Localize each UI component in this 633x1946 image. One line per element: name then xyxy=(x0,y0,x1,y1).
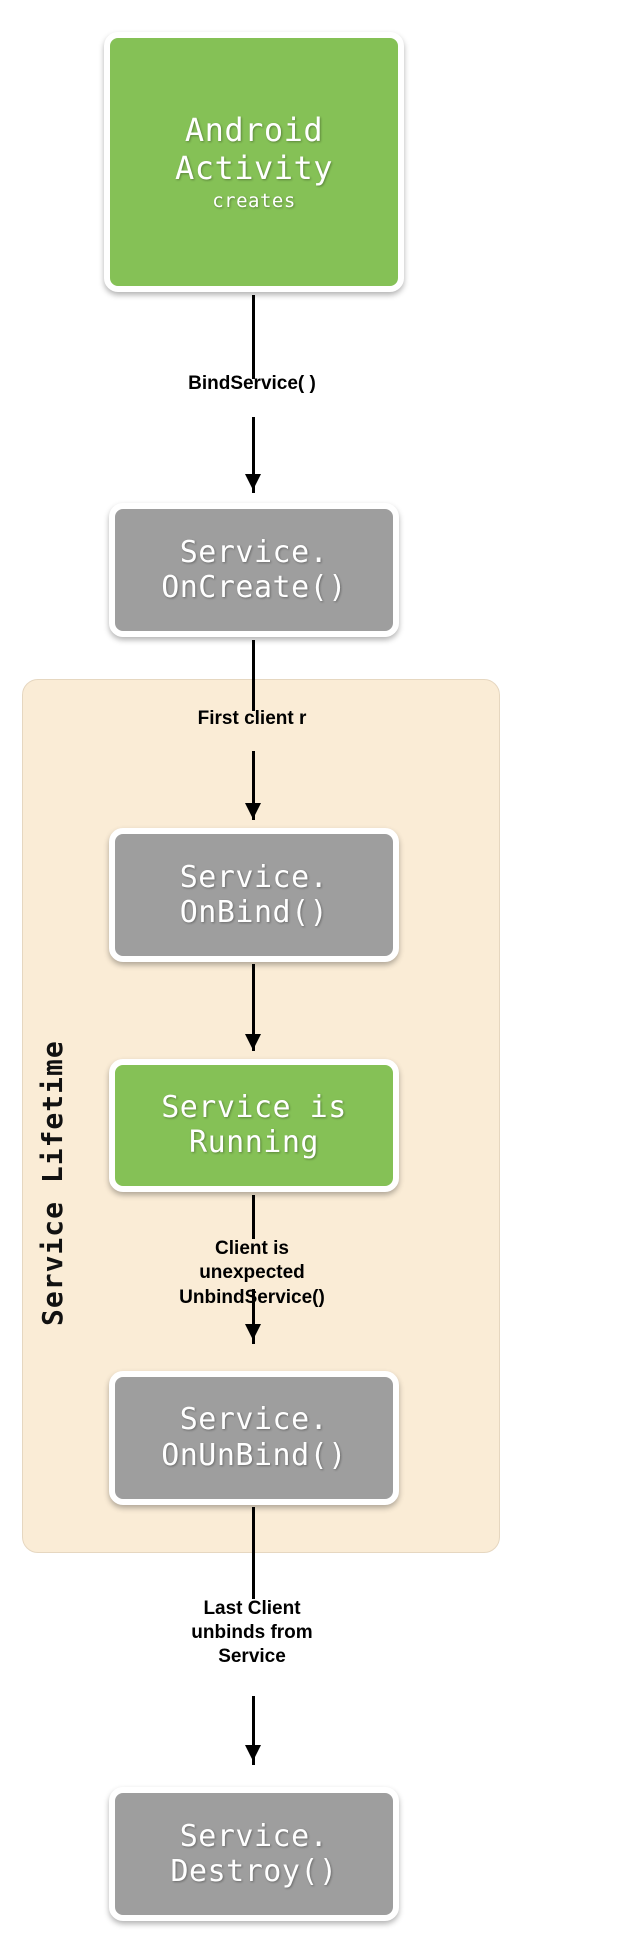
edge-label-first-client: First client r xyxy=(197,707,307,729)
connector-running-to-unbind-label xyxy=(252,1194,255,1240)
edge-label-client-unexpected-unbind: Client is unexpected UnbindService() xyxy=(179,1238,325,1308)
edge-label-last-client-unbinds: Last Client unbinds from Service xyxy=(191,1597,313,1668)
node-service-onbind[interactable]: Service. OnBind() xyxy=(109,828,399,962)
connector-oncreate-to-firstclient xyxy=(252,639,255,712)
arrowhead-to-oncreate xyxy=(245,473,261,490)
connector-unbind-label-to-onunbind xyxy=(252,1289,255,1344)
edge-label-bind-service: BindService( ) xyxy=(188,372,316,394)
service-lifetime-label: Service Lifetime xyxy=(36,1040,69,1327)
node-service-onunbind[interactable]: Service. OnUnBind() xyxy=(109,1370,399,1505)
arrowhead-to-destroy xyxy=(245,1745,261,1762)
connector-bindservice-to-oncreate xyxy=(252,416,255,494)
node-service-onbind-label: Service. OnBind() xyxy=(179,859,329,930)
node-android-activity[interactable]: Android Activity creates xyxy=(104,32,404,293)
node-service-destroy-label: Service. Destroy() xyxy=(170,1818,338,1890)
connector-lastclient-to-destroy xyxy=(252,1695,255,1765)
node-service-onunbind-label: Service. OnUnBind() xyxy=(161,1402,347,1473)
arrowhead-to-running xyxy=(245,1033,261,1050)
node-android-activity-label: Android Activity xyxy=(174,111,334,188)
node-android-activity-sublabel: creates xyxy=(212,189,296,212)
arrowhead-to-onunbind xyxy=(245,1323,261,1340)
node-service-is-running-label: Service is Running xyxy=(161,1090,347,1161)
connector-onbind-to-running xyxy=(252,964,255,1052)
node-service-is-running[interactable]: Service is Running xyxy=(109,1058,399,1193)
node-service-oncreate[interactable]: Service. OnCreate() xyxy=(109,503,399,638)
node-service-destroy[interactable]: Service. Destroy() xyxy=(109,1787,399,1922)
arrowhead-to-onbind xyxy=(245,803,261,820)
connector-firstclient-to-onbind xyxy=(252,751,255,821)
connector-activity-to-bindservice xyxy=(252,295,255,380)
connector-onunbind-to-lastclient xyxy=(252,1507,255,1599)
node-service-oncreate-label: Service. OnCreate() xyxy=(161,534,347,606)
